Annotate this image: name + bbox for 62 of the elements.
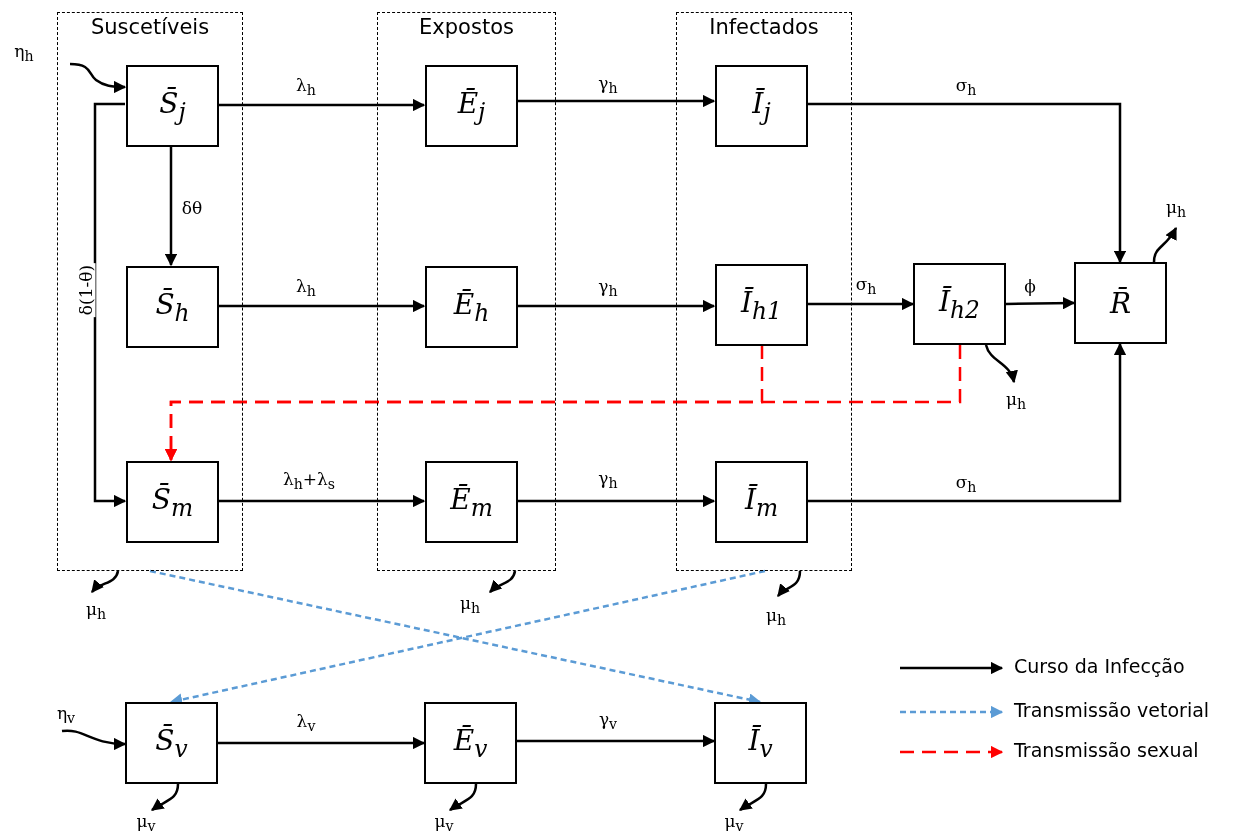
arrow [218, 736, 426, 750]
arrow [448, 783, 478, 812]
arrow [1006, 296, 1076, 310]
compartment-label: Ī$_{j}$ [752, 86, 771, 126]
arrow [807, 342, 1127, 503]
arrow [91, 570, 120, 593]
edge-label: δ(1-θ) [76, 262, 96, 318]
compartment-box [126, 461, 219, 543]
arrow [984, 344, 1017, 384]
compartment-label: Ē$_{m}$ [450, 482, 493, 522]
legend-label: Curso da Infecção [1014, 655, 1185, 677]
arrow [517, 94, 716, 108]
arrow [61, 729, 127, 750]
compartment-box [913, 263, 1006, 345]
compartment-label: S̄$_{j}$ [159, 86, 186, 126]
arrow [150, 783, 180, 812]
compartment-label: S̄$_{m}$ [151, 482, 194, 522]
compartment-label: S̄$_{h}$ [155, 287, 190, 327]
compartment-label: Ē$_{j}$ [457, 86, 486, 126]
compartment-label: Ī$_{v}$ [748, 723, 773, 763]
group-frame [57, 12, 243, 571]
compartment-box [425, 461, 518, 543]
arrow [218, 98, 426, 112]
arrow [218, 494, 426, 508]
arrow [517, 494, 716, 508]
compartment-box [424, 702, 517, 784]
compartment-box [126, 65, 219, 147]
arrow [738, 783, 768, 812]
compartment-label: Ī$_{h1}$ [741, 285, 782, 325]
arrow [489, 570, 517, 593]
arrow [807, 102, 1127, 264]
compartment-label: R̄ [1109, 286, 1132, 320]
compartment-box [125, 702, 218, 784]
compartment-box [425, 65, 518, 147]
arrow [164, 146, 178, 267]
dashed-arrow [164, 345, 962, 462]
compartment-box [715, 461, 808, 543]
legend-label: Transmissão sexual [1014, 739, 1199, 761]
compartment-label: S̄$_{v}$ [155, 723, 188, 763]
compartment-box [425, 266, 518, 348]
compartment-label: Ī$_{h2}$ [939, 284, 980, 324]
legend-label: Transmissão vetorial [1014, 699, 1210, 721]
group-frame [377, 12, 556, 571]
arrow [807, 297, 915, 311]
compartment-box [715, 65, 808, 147]
group-title: Expostos [418, 15, 515, 39]
compartment-label: Ē$_{v}$ [453, 723, 488, 763]
arrow [517, 734, 716, 748]
edge-label: ϕ [1022, 276, 1038, 296]
arrow [69, 62, 127, 94]
compartment-label: Ī$_{m}$ [744, 482, 779, 522]
arrow [1152, 226, 1178, 263]
compartment-box [1074, 262, 1167, 344]
group-frame [676, 12, 852, 571]
arrow [517, 299, 716, 313]
arrow [218, 299, 426, 313]
compartment-box [126, 266, 219, 348]
group-title: Suscetíveis [89, 15, 211, 39]
compartment-box [714, 702, 807, 784]
group-title: Infectados [708, 15, 820, 39]
compartment-label: Ē$_{h}$ [453, 287, 490, 327]
compartment-box [715, 264, 808, 346]
